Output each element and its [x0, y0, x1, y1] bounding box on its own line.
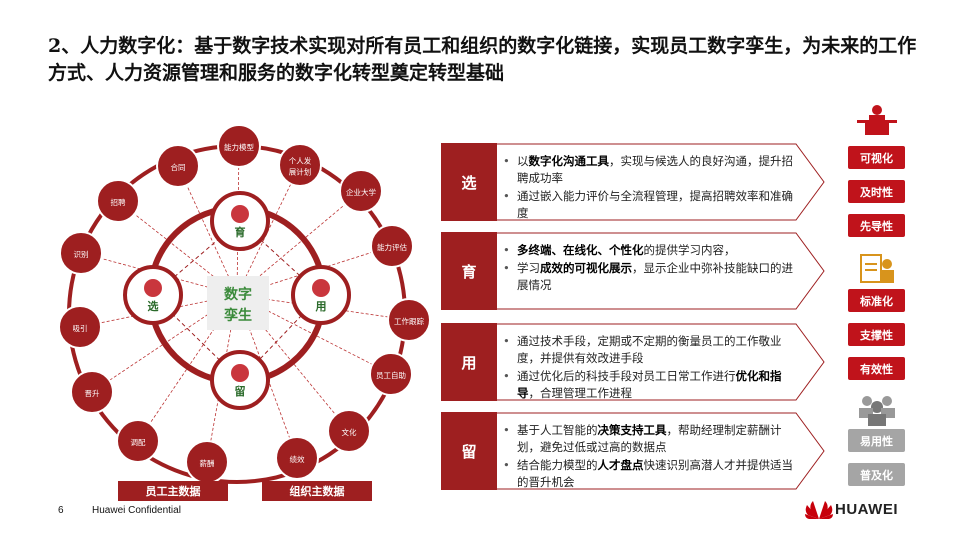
badge-1: 可视化: [848, 146, 905, 169]
lane-tag: 留: [441, 412, 497, 490]
ring-node-label: 合同: [171, 162, 186, 172]
lane-bullets: 通过技术手段，定期或不定期的衡量员工的工作敬业度，并提供有效改进手段通过优化后的…: [503, 333, 793, 403]
lane-用: 用通过技术手段，定期或不定期的衡量员工的工作敬业度，并提供有效改进手段通过优化后…: [441, 323, 826, 401]
ring-node: 识别: [59, 231, 103, 275]
employee-master-data-bar: 员工主数据: [118, 481, 228, 501]
ring-node-label: 识别: [74, 250, 89, 259]
core-node-yu: 育: [210, 191, 270, 251]
ring-node-label: 企业大学: [346, 187, 376, 197]
lane-选: 选以数字化沟通工具，实现与候选人的良好沟通，提升招聘成功率通过嵌入能力评价与全流…: [441, 143, 826, 221]
lane-bullet: 结合能力模型的人才盘点快速识别高潜人才并提供适当的晋升机会: [503, 457, 793, 491]
ring-node-label: 能力模型: [224, 142, 254, 152]
badge-2: 及时性: [848, 180, 905, 203]
confidential-label: Huawei Confidential: [92, 505, 181, 516]
center-label-1: 数字: [224, 286, 252, 303]
core-node-label: 育: [235, 225, 246, 239]
lane-tag: 用: [441, 323, 497, 401]
center-box: [207, 276, 269, 330]
core-nodes: 育用留 选: [123, 191, 351, 410]
page-title: 2、人力数字化：基于数字技术实现对所有员工和组织的数字化链接，实现员工数字孪生，…: [48, 35, 917, 84]
lane-育: 育多终端、在线化、个性化的提供学习内容，学习成效的可视化展示，显示企业中弥补技能…: [441, 232, 826, 310]
badge-3: 先导性: [848, 214, 905, 237]
core-node-yong: 用: [291, 265, 351, 325]
lane-bullets: 基于人工智能的决策支持工具，帮助经理制定薪酬计划，避免过低或过高的数据点结合能力…: [503, 422, 793, 492]
ring-node: 绩效: [275, 436, 319, 480]
ring-node-label: 展计划: [289, 167, 312, 177]
badge-8: 普及化: [848, 463, 905, 486]
ring-node: 调配: [116, 419, 160, 463]
ring-node-label: 工作跟踪: [394, 316, 424, 326]
lane-bullet: 以数字化沟通工具，实现与候选人的良好沟通，提升招聘成功率: [503, 153, 793, 187]
ring-node: 企业大学: [339, 169, 383, 213]
lane-bullet: 通过优化后的科技手段对员工日常工作进行优化和指导，合理管理工作进程: [503, 368, 793, 402]
lane-bullet: 多终端、在线化、个性化的提供学习内容，: [503, 242, 793, 259]
ring-nodes: 能力模型个人发展计划企业大学能力评估工作跟踪员工自助文化绩效薪酬调配晋升吸引识别…: [58, 124, 431, 484]
org-master-data-bar: 组织主数据: [262, 481, 372, 501]
connector-line: [177, 165, 238, 296]
clipboard-icon: [855, 252, 899, 286]
center-label-2: 孪生: [224, 307, 252, 324]
core-node-liu: 留: [210, 350, 270, 410]
badge-6: 有效性: [848, 357, 905, 380]
ring-node-label: 能力评估: [377, 242, 407, 252]
ring-node-label: 薪酬: [200, 458, 215, 468]
lane-tag: 育: [441, 232, 497, 310]
ring-node: 文化: [327, 409, 371, 453]
ring-node: 吸引: [58, 305, 102, 349]
badge-7: 易用性: [848, 429, 905, 452]
ring-node: 晋升: [70, 370, 114, 414]
badge-5: 支撑性: [848, 323, 905, 346]
ring-node-label: 员工自助: [376, 370, 406, 380]
inner-dashed-link: [152, 220, 241, 296]
lane-tag: 选: [441, 143, 497, 221]
ring-node-label: 调配: [131, 438, 146, 447]
digital-twin-diagram: 数字 孪生 能力模型个人发展计划企业大学能力评估工作跟踪员工自助文化绩效薪酬调配…: [58, 124, 431, 484]
lane-bullet: 学习成效的可视化展示，显示企业中弥补技能缺口的进展情况: [503, 260, 793, 294]
connector-line: [206, 294, 238, 463]
ring-node-label: 个人发: [289, 156, 312, 166]
badge-4: 标准化: [848, 289, 905, 312]
ring-node-label: 招聘: [111, 197, 126, 207]
lane-留: 留基于人工智能的决策支持工具，帮助经理制定薪酬计划，避免过低或过高的数据点结合能…: [441, 412, 826, 490]
lane-bullet: 基于人工智能的决策支持工具，帮助经理制定薪酬计划，避免过低或过高的数据点: [503, 422, 793, 456]
core-node-xuan: 选: [123, 265, 183, 325]
ring-node: 合同: [156, 144, 200, 188]
page-number: 6: [58, 505, 64, 516]
connector-line: [137, 294, 238, 442]
inner-dashed-link: [239, 294, 322, 381]
people-icon: [855, 392, 899, 426]
ring-node-label: 绩效: [290, 454, 305, 464]
ring-node-label: 晋升: [85, 389, 100, 398]
ring-node: 薪酬: [185, 440, 229, 484]
brand-name: HUAWEI: [835, 501, 898, 518]
lane-bullets: 以数字化沟通工具，实现与候选人的良好沟通，提升招聘成功率通过嵌入能力评价与全流程…: [503, 153, 793, 223]
ring-node: 能力评估: [370, 224, 414, 268]
ring-node-label: 吸引: [73, 324, 88, 333]
ring-node: 能力模型: [217, 124, 261, 168]
ring-node: 工作跟踪: [387, 298, 431, 342]
core-node-label: 用: [316, 300, 327, 313]
presenter-icon: [855, 102, 899, 136]
huawei-logo-icon: [805, 501, 833, 519]
ring-node: 招聘: [96, 179, 140, 223]
core-node-label: 选: [148, 299, 159, 313]
lane-bullet: 通过嵌入能力评价与全流程管理，提高招聘效率和准确度: [503, 188, 793, 222]
ring-node-label: 文化: [342, 427, 357, 437]
lane-bullets: 多终端、在线化、个性化的提供学习内容，学习成效的可视化展示，显示企业中弥补技能缺…: [503, 242, 793, 295]
lane-bullet: 通过技术手段，定期或不定期的衡量员工的工作敬业度，并提供有效改进手段: [503, 333, 793, 367]
connector-line: [236, 294, 350, 432]
ring-node: 员工自助: [369, 352, 413, 396]
core-node-label: 留: [235, 384, 246, 398]
